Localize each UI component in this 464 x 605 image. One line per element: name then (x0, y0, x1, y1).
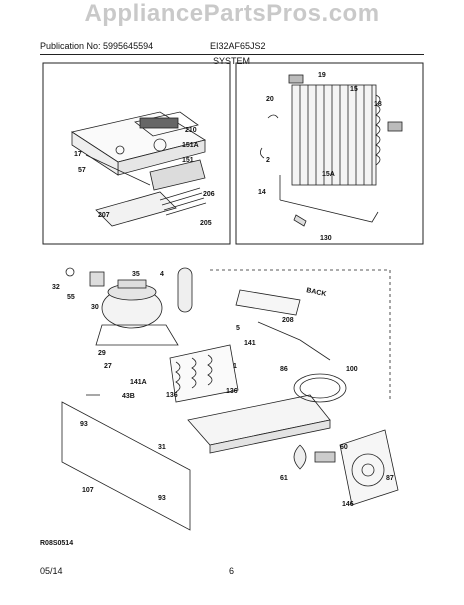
callout-label: 57 (78, 167, 86, 174)
callout-label: 86 (280, 366, 288, 373)
callout-label: 61 (280, 475, 288, 482)
condenser-drawing (260, 74, 403, 227)
callout-label: 20 (266, 96, 274, 103)
callout-label: 93 (158, 495, 166, 502)
callout-label: 15A (322, 171, 335, 178)
callout-label: 205 (200, 220, 212, 227)
frame-top-left (42, 62, 231, 245)
callout-label: 4 (160, 271, 164, 278)
section-title: SYSTEM (213, 56, 251, 66)
callout-label: 136 (166, 392, 178, 399)
back-label: BACK (306, 287, 327, 298)
callout-label: 206 (203, 191, 215, 198)
page-number: 6 (229, 566, 235, 576)
callout-label: 19 (318, 72, 326, 79)
callout-label: 60 (340, 444, 348, 451)
callout-label: 55 (67, 294, 75, 301)
callout-label: 18 (374, 101, 382, 108)
callout-label: 100 (346, 366, 358, 373)
callout-label: 87 (386, 475, 394, 482)
footer-date: 05/14 (40, 566, 63, 576)
callout-label: 14 (258, 189, 266, 196)
publication-number: Publication No: 5995645594 (40, 41, 154, 51)
evaporator-housing-drawing (70, 111, 207, 227)
machine-compartment-drawing (61, 267, 399, 531)
drawing-code: R08S0514 (40, 540, 73, 547)
callout-label: 107 (82, 487, 94, 494)
callout-label: 35 (132, 271, 140, 278)
callout-label: 31 (158, 444, 166, 451)
callout-label: 2 (266, 157, 270, 164)
callout-label: 151 (182, 157, 194, 164)
callout-label: 136 (226, 388, 238, 395)
callout-label: 141 (244, 340, 256, 347)
model-number: EI32AF65JS2 (210, 41, 266, 51)
callout-label: 1 (233, 363, 237, 370)
callout-label: 29 (98, 350, 106, 357)
callout-label: 93 (80, 421, 88, 428)
callout-label: 17 (74, 151, 82, 158)
frame-top-right (235, 62, 424, 245)
callout-label: 151A (182, 142, 199, 149)
callout-label: 15 (350, 86, 358, 93)
callout-label: 141A (130, 379, 147, 386)
callout-label: 30 (91, 304, 99, 311)
callout-label: 32 (52, 284, 60, 291)
callout-label: 207 (98, 212, 110, 219)
header-rule (40, 54, 424, 55)
callout-label: 208 (282, 317, 294, 324)
callout-label: 130 (320, 235, 332, 242)
callout-label: 210 (185, 127, 197, 134)
watermark: AppliancePartsPros.com (84, 0, 380, 27)
callout-label: 5 (236, 325, 240, 332)
callout-label: 43B (122, 393, 135, 400)
callout-label: 146 (342, 501, 354, 508)
callout-label: 27 (104, 363, 112, 370)
